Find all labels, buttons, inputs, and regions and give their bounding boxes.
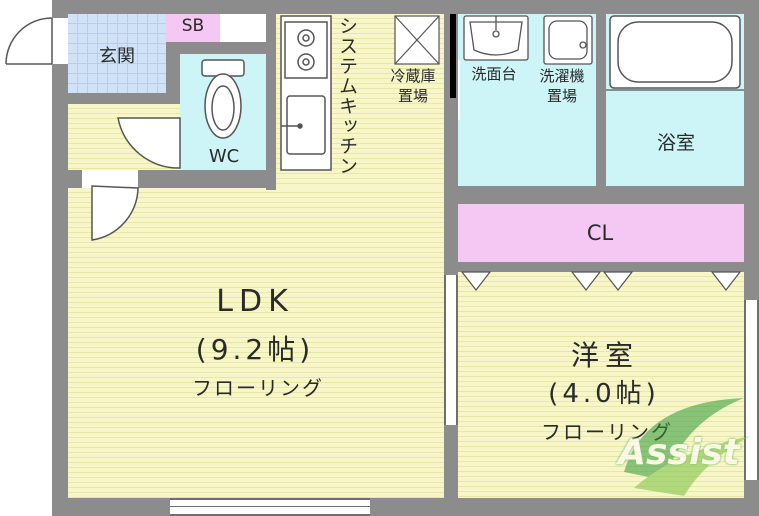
washer-space-icon [543,15,593,65]
fridge-label-line1: 冷蔵庫 [390,67,436,85]
western-room-size: (4.0帖) [548,379,660,409]
wall-wc-left [166,54,180,104]
washer-label: 洗濯機 置場 [530,66,594,106]
sliding-door-partition [444,275,458,425]
wall-black-accent [450,14,456,98]
washer-label-line1: 洗濯機 [539,67,585,85]
bath-label: 浴室 [656,132,695,154]
fridge-label: 冷蔵庫 置場 [376,66,450,106]
entrance-door [5,13,68,65]
closet-floor [458,204,744,262]
ldk-floor-type: フローリング [192,376,324,400]
wall-top [52,0,759,14]
wc-door [117,117,181,169]
fridge-label-line2: 置場 [397,87,428,105]
window-western-right [744,300,759,480]
wc-label: WC [208,146,240,167]
bathtub-icon [609,15,741,89]
ldk-floor [68,188,444,498]
sb-floor [166,14,220,42]
wall-wc-right [266,14,276,190]
western-room-name: 洋室 [570,339,639,372]
wall-wet-bottom [458,186,744,204]
window-ldk-bottom [170,498,370,516]
assist-logo-mark [624,398,750,496]
washer-label-line2: 置場 [546,87,577,105]
genkan-label: 玄関 [99,46,135,67]
wall-wash-bath [596,14,606,186]
kitchen-label: システムキッチン [336,16,358,176]
toilet-icon [201,59,245,139]
ldk-size: (9.2帖) [195,333,315,366]
kitchen-counter [280,15,332,171]
door-opening-wash [458,60,460,120]
sb-label: SB [181,16,205,36]
wall-sb-bottom [166,42,276,54]
washbasin-icon [463,15,529,61]
ldk-name: LDK [216,284,294,319]
door-opening-bath [606,150,616,186]
washbasin-label: 洗面台 [471,65,517,83]
ldk-door [82,170,139,241]
assist-watermark-logo: Assist [604,392,754,504]
window-ldk-bottom-line [170,506,370,507]
closet-label: CL [586,221,614,245]
wall-left [52,64,68,516]
closet-folding-doors [460,271,742,291]
fridge-space-icon [394,15,440,65]
genkan-floor [68,14,166,93]
assist-logo-text: Assist [618,432,740,473]
wall-genkan-bottom [68,93,180,104]
wall-closet-bottom [458,262,744,272]
